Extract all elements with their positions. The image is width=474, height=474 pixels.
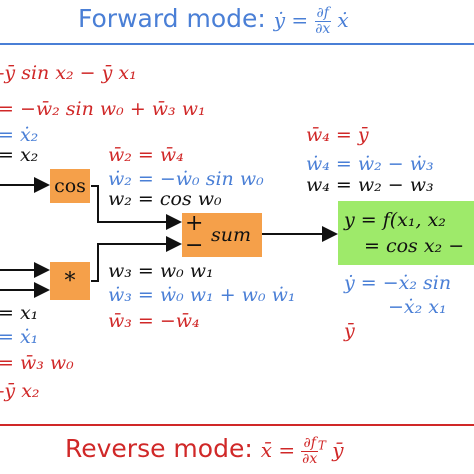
cos-primal: w₂ = cos w₀ bbox=[108, 188, 222, 210]
cos-node: cos bbox=[50, 169, 90, 203]
forward-mode-label: Forward mode: bbox=[78, 4, 266, 33]
cos-tangent: ẇ₂ = −ẇ₀ sin w₀ bbox=[108, 168, 264, 190]
mul-node-label: * bbox=[64, 268, 76, 294]
w4-adjoint: w̄₄ = ȳ bbox=[306, 124, 369, 146]
left-line-2: = −w̄₂ sin w₀ + w̄₃ w₁ bbox=[0, 98, 206, 120]
reverse-mode-label: Reverse mode: bbox=[65, 434, 253, 463]
mul-tangent: ẇ₃ = ẇ₀ w₁ + w₀ ẇ₁ bbox=[108, 284, 296, 306]
output-tangent-2: −ẋ₂ x₁ bbox=[388, 296, 447, 318]
mul-primal: w₃ = w₀ w₁ bbox=[108, 260, 214, 282]
output-adjoint: ȳ bbox=[344, 320, 355, 342]
sum-plus: + bbox=[185, 211, 204, 236]
cos-adjoint: w̄₂ = w̄₄ bbox=[108, 144, 184, 166]
left-line-3: = ẋ₂ bbox=[0, 124, 39, 146]
bottom-rule bbox=[0, 424, 474, 426]
mul-node: * bbox=[50, 262, 90, 300]
sum-node: + − sum bbox=[182, 211, 262, 258]
top-rule bbox=[0, 43, 474, 45]
sum-label: sum bbox=[210, 224, 251, 246]
output-line-1: y = f(x₁, x₂ bbox=[344, 209, 446, 231]
mul-adjoint: w̄₃ = −w̄₄ bbox=[108, 310, 200, 332]
output-line-2: = cos x₂ − bbox=[364, 235, 465, 257]
sum-minus: − bbox=[185, 233, 204, 258]
forward-mode-formula: ẏ = ∂f∂x ẋ bbox=[273, 5, 349, 37]
w4-primal: w₄ = w₂ − w₃ bbox=[306, 174, 434, 196]
output-tangent-1: ẏ = −ẋ₂ sin bbox=[344, 272, 452, 294]
cos-node-label: cos bbox=[54, 175, 86, 197]
left-line-5: = x₁ bbox=[0, 302, 39, 324]
left-line-8: -ȳ x₂ bbox=[0, 380, 40, 402]
edge-cos-sum bbox=[91, 185, 182, 230]
w4-tangent: ẇ₄ = ẇ₂ − ẇ₃ bbox=[306, 153, 434, 175]
forward-mode-title: Forward mode: ẏ = ∂f∂x ẋ bbox=[78, 6, 349, 37]
left-line-6: = ẋ₁ bbox=[0, 326, 39, 348]
left-line-7: = w̄₃ w₀ bbox=[0, 352, 74, 374]
left-line-4: = x₂ bbox=[0, 144, 39, 166]
edge-mul-sum bbox=[91, 236, 182, 282]
output-node: y = f(x₁, x₂ = cos x₂ − bbox=[338, 201, 474, 265]
left-line-1: -ȳ sin x₂ − ȳ x₁ bbox=[0, 62, 137, 84]
